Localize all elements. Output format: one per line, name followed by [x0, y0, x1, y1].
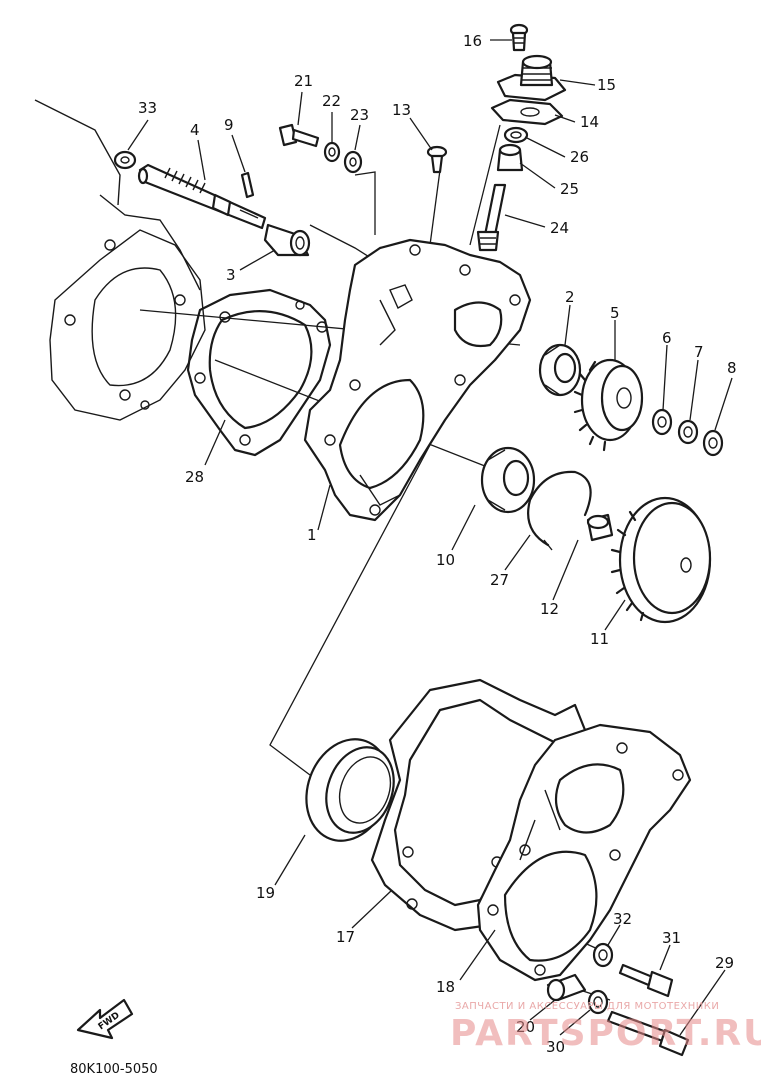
callout-8: 8 [727, 359, 737, 377]
forward-arrow-icon: FWD [76, 998, 134, 1040]
callout-2: 2 [565, 288, 575, 306]
callout-1: 1 [307, 526, 317, 544]
callout-leaders [127, 39, 733, 1036]
callout-16: 16 [463, 32, 482, 50]
part-6-lockwasher [651, 408, 673, 436]
callout-17: 17 [336, 928, 355, 946]
part-10-bearing [480, 446, 536, 514]
callout-22: 22 [322, 92, 341, 110]
part-20-dowel [546, 973, 587, 1002]
callout-11: 11 [590, 630, 609, 648]
callout-labels: 33 4 9 3 21 22 23 13 16 15 14 26 25 24 2… [138, 32, 737, 1056]
part-1-housing [303, 238, 532, 522]
callout-26: 26 [570, 148, 589, 166]
callout-21: 21 [294, 72, 313, 90]
part-30-washer [587, 989, 609, 1015]
callout-20: 20 [516, 1018, 535, 1036]
part-26-seal [503, 126, 529, 144]
callout-27: 27 [490, 571, 509, 589]
callout-18: 18 [436, 978, 455, 996]
callout-10: 10 [436, 551, 455, 569]
part-14-gasket [490, 98, 564, 126]
part-7-washer [677, 419, 699, 445]
part-12-pin [586, 513, 614, 542]
part-15-housing [496, 54, 567, 102]
part-16-screw [509, 23, 529, 52]
callout-33: 33 [138, 99, 157, 117]
part-18-cover [476, 723, 692, 982]
callout-3: 3 [226, 266, 236, 284]
part-29-bolt [606, 1010, 690, 1057]
callout-28: 28 [185, 468, 204, 486]
part-25-bushing [496, 143, 524, 172]
callout-23: 23 [350, 106, 369, 124]
callout-24: 24 [550, 219, 569, 237]
part-13-screw [426, 145, 448, 174]
callout-6: 6 [662, 329, 672, 347]
callout-29: 29 [715, 954, 734, 972]
part-28-gasket [186, 288, 332, 457]
callout-15: 15 [597, 76, 616, 94]
part-33-washer [113, 150, 137, 170]
callout-32: 32 [613, 910, 632, 928]
callout-31: 31 [662, 929, 681, 947]
callout-25: 25 [560, 180, 579, 198]
diagram-code: 80K100-5050 [70, 1062, 158, 1077]
part-11-gear [610, 496, 712, 624]
callout-4: 4 [190, 121, 200, 139]
part-22-washer [323, 141, 341, 163]
callout-13: 13 [392, 101, 411, 119]
watermark-tagline: ЗАПЧАСТИ И АКСЕССУАРЫ ДЛЯ МОТОТЕХНИКИ [455, 1001, 719, 1012]
callout-12: 12 [540, 600, 559, 618]
callout-14: 14 [580, 113, 599, 131]
part-27-circlip [527, 470, 592, 551]
callout-30: 30 [546, 1038, 565, 1056]
engine-case-outline [34, 99, 206, 421]
part-32-washer [592, 942, 614, 968]
part-4-shaft [137, 163, 267, 230]
watermark-brand: PARTSPORT.RU [450, 1013, 761, 1054]
callout-9: 9 [224, 116, 234, 134]
callout-19: 19 [256, 884, 275, 902]
part-2-bearing [538, 343, 582, 397]
part-24-gear-shaft [476, 183, 507, 252]
part-19-oil-seal [305, 738, 395, 842]
part-9-pin [240, 171, 255, 199]
part-3-collar [263, 223, 311, 257]
watermark: ЗАПЧАСТИ И АКСЕССУАРЫ ДЛЯ МОТОТЕХНИКИ PA… [450, 1001, 761, 1054]
part-21-bolt [278, 123, 320, 148]
callout-5: 5 [610, 304, 620, 322]
part-8-nut [702, 429, 724, 457]
part-23-washer [343, 150, 363, 174]
callout-7: 7 [694, 343, 704, 361]
part-31-bolt [618, 963, 674, 998]
part-5-gear [573, 358, 644, 452]
